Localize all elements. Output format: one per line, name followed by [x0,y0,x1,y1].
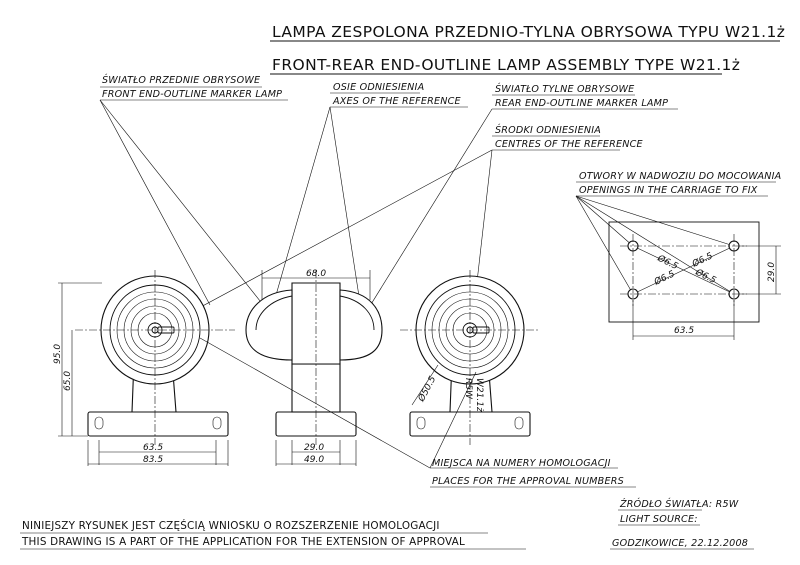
label-centres-pl: ŚRODKI ODNIESIENIA [495,123,601,136]
footer-polish: NINIEJSZY RYSUNEK JEST CZĘŚCIĄ WNIOSKU O… [22,519,440,532]
left-view-front: 95.0 65.0 63.5 83.5 [53,270,235,466]
label-openings-en: OPENINGS IN THE CARRIAGE TO FIX [579,185,758,196]
light-source-pl: ŹRÓDŁO ŚWIATŁA: R5W [619,497,739,510]
light-source-en: LIGHT SOURCE: [620,514,698,525]
label-rear-marker-pl: ŚWIATŁO TYLNE OBRYSOWE [495,82,635,95]
label-front-marker: ŚWIATŁO PRZEDNIE OBRYSOWE FRONT END-OUTL… [100,73,288,101]
label-approval-places-pl: MIEJSCA NA NUMERY HOMOLOGACJI [432,458,611,469]
label-rear-marker-en: REAR END-OUTLINE MARKER LAMP [495,98,668,109]
light-source-block: ŹRÓDŁO ŚWIATŁA: R5W LIGHT SOURCE: [618,497,739,526]
title-english: FRONT-REAR END-OUTLINE LAMP ASSEMBLY TYP… [272,56,740,74]
dim-middle-base-inner: 29.0 [304,443,324,453]
dim-middle-base-outer: 49.0 [304,455,324,465]
label-axes: OSIE ODNIESIENIA AXES OF THE REFERENCE [330,82,468,108]
label-centres: ŚRODKI ODNIESIENIA CENTRES OF THE REFERE… [492,123,643,151]
mounting-holes-diagram: Ø6.5 Ø6.5 Ø6.5 Ø6.5 29.0 63.5 [608,221,781,340]
label-rear-marker: ŚWIATŁO TYLNE OBRYSOWE REAR END-OUTLINE … [492,82,678,110]
dim-holes-height: 29.0 [767,262,777,282]
marking-line1: W21.1ż [474,378,484,412]
dim-left-height-axis: 65.0 [63,371,73,391]
label-front-marker-pl: ŚWIATŁO PRZEDNIE OBRYSOWE [102,73,261,86]
title-block: LAMPA ZESPOLONA PRZEDNIO-TYLNA OBRYSOWA … [270,23,785,75]
dim-holes-width: 63.5 [674,326,694,336]
label-front-marker-en: FRONT END-OUTLINE MARKER LAMP [102,89,282,100]
label-approval-places-en: PLACES FOR THE APPROVAL NUMBERS [432,476,624,487]
dim-left-base-outer: 83.5 [143,455,163,465]
dim-hole-3: Ø6.5 [652,268,677,288]
footer-english: THIS DRAWING IS A PART OF THE APPLICATIO… [21,536,465,548]
right-view-rear: Ø50.5 W21.1ż R5W [400,270,540,445]
dim-right-diameter: Ø50.5 [415,374,438,404]
label-openings-pl: OTWORY W NADWOZIU DO MOCOWANIA [579,171,781,182]
middle-view-side: 68.0 29.0 49.0 [245,269,383,466]
leader-lines [99,99,735,331]
dim-hole-2: Ø6.5 [690,250,715,270]
dim-hole-4: Ø6.5 [693,266,718,286]
title-polish: LAMPA ZESPOLONA PRZEDNIO-TYLNA OBRYSOWA … [272,23,785,41]
label-approval-places: MIEJSCA NA NUMERY HOMOLOGACJI PLACES FOR… [199,337,636,488]
dim-left-base-inner: 63.5 [143,443,163,453]
place-date: GODZIKOWICE, 22.12.2008 [612,538,748,549]
label-centres-en: CENTRES OF THE REFERENCE [495,139,643,150]
label-openings: OTWORY W NADWOZIU DO MOCOWANIA OPENINGS … [576,171,781,197]
footer-note: NINIEJSZY RYSUNEK JEST CZĘŚCIĄ WNIOSKU O… [20,519,526,550]
place-date-block: GODZIKOWICE, 22.12.2008 [610,538,754,550]
label-axes-en: AXES OF THE REFERENCE [332,96,462,107]
dim-left-height-total: 95.0 [53,344,63,364]
label-axes-pl: OSIE ODNIESIENIA [333,82,424,93]
dim-middle-top: 68.0 [306,269,326,279]
dim-hole-1: Ø6.5 [655,252,680,272]
